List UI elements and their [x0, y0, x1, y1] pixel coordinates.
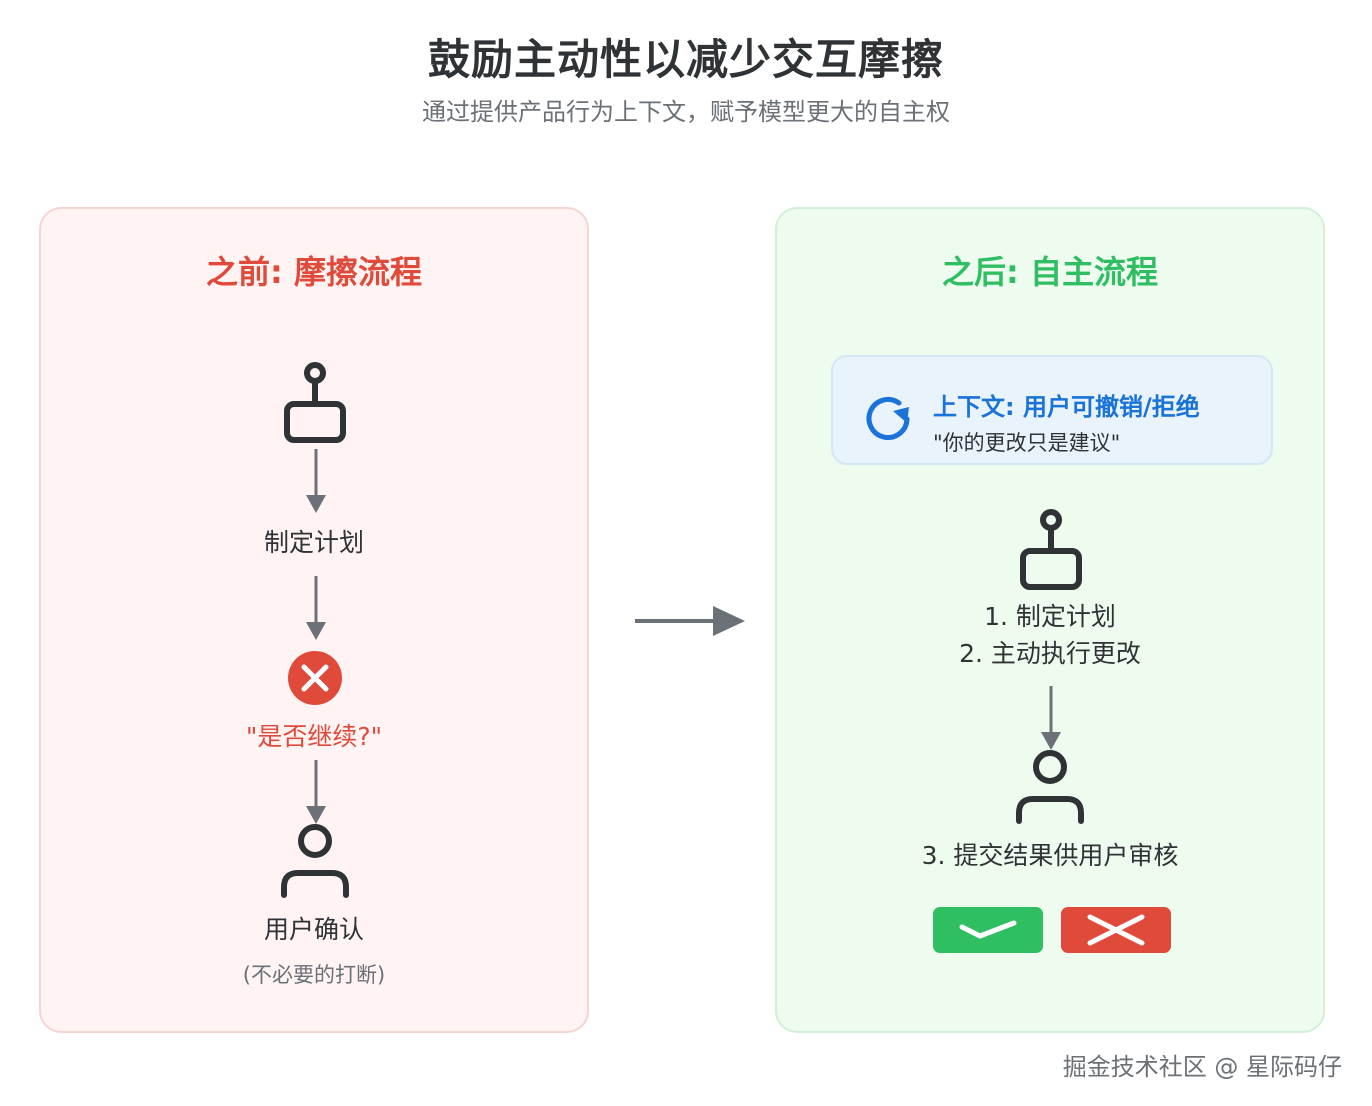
before-panel: 之前: 摩擦流程 制定计划 "是否继续?" 用户确认 (不必要的打断)	[39, 207, 589, 1033]
user-icon	[281, 824, 349, 898]
context-quote: "你的更改只是建议"	[933, 431, 1121, 455]
context-box: 上下文: 用户可撤销/拒绝 "你的更改只是建议"	[831, 355, 1273, 465]
error-x-icon	[288, 651, 342, 705]
before-step-plan: 制定计划	[263, 528, 364, 557]
arrow-right-icon	[635, 606, 745, 636]
before-prompt-text: "是否继续?"	[245, 722, 383, 751]
before-step-confirm: 用户确认	[263, 915, 364, 944]
page-title: 鼓励主动性以减少交互摩擦	[427, 35, 944, 84]
robot-icon	[1020, 509, 1082, 590]
arrow-down-icon	[306, 760, 326, 824]
user-icon	[1016, 750, 1084, 824]
accept-button[interactable]	[933, 907, 1043, 953]
check-icon	[959, 920, 1017, 939]
watermark: 掘金技术社区 @ 星际码仔	[1062, 1053, 1342, 1081]
after-heading: 之后: 自主流程	[942, 253, 1158, 291]
after-step-1: 1. 制定计划	[984, 602, 1116, 631]
robot-icon	[284, 362, 346, 443]
after-step-2: 2. 主动执行更改	[959, 639, 1141, 668]
cross-icon	[1087, 914, 1145, 946]
arrow-down-icon	[306, 576, 326, 640]
context-title: 上下文: 用户可撤销/拒绝	[933, 393, 1200, 421]
refresh-icon	[866, 397, 910, 440]
before-note: (不必要的打断)	[242, 963, 386, 987]
after-panel: 之后: 自主流程 上下文: 用户可撤销/拒绝 "你的更改只是建议" 1. 制定计…	[775, 207, 1325, 1033]
arrow-down-icon	[1041, 686, 1061, 750]
reject-button[interactable]	[1061, 907, 1171, 953]
arrow-down-icon	[306, 449, 326, 513]
before-heading: 之前: 摩擦流程	[206, 253, 422, 291]
page-subtitle: 通过提供产品行为上下文，赋予模型更大的自主权	[422, 98, 950, 126]
after-step-3: 3. 提交结果供用户审核	[921, 841, 1179, 870]
